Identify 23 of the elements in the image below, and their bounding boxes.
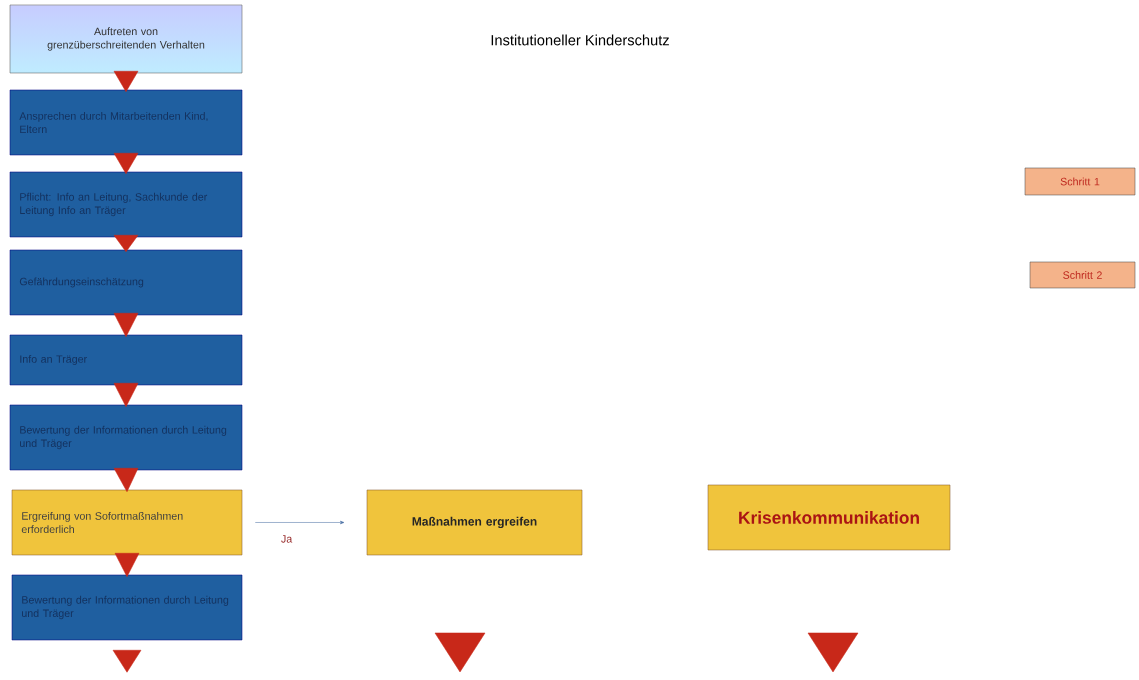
process-box: Ansprechen durch Mitarbeitenden Kind, Eltern bbox=[9, 89, 243, 156]
action-box: Krisenkommunikation bbox=[707, 484, 951, 551]
action-box: Maßnahmen ergreifen bbox=[366, 489, 583, 556]
chevron-arrow bbox=[113, 313, 139, 337]
step-tag: Schritt 2 bbox=[1029, 261, 1136, 289]
process-box: Info an Träger bbox=[9, 334, 243, 386]
step-tag: Schritt 1 bbox=[1024, 167, 1136, 196]
start-box: Auftreten von grenzüberschreitenden Verhalten bbox=[9, 4, 243, 74]
chevron-arrow bbox=[113, 383, 139, 407]
process-box: Bewertung der Informationen durch Leitung und Träger bbox=[9, 404, 243, 471]
edge-label: Ja bbox=[281, 535, 293, 543]
chevron-arrow bbox=[114, 553, 140, 577]
process-box: Bewertung der Informationen durch Leitung und Träger bbox=[11, 574, 243, 641]
chevron-arrow bbox=[113, 235, 139, 252]
arrow bbox=[255, 520, 345, 525]
chevron-arrow bbox=[113, 468, 139, 492]
chevron-arrow bbox=[112, 650, 142, 673]
chevron-arrow bbox=[113, 71, 139, 92]
title: Institutioneller Kinderschutz bbox=[491, 34, 669, 46]
process-box: Gefährdungseinschätzung bbox=[9, 249, 243, 316]
process-box: Pflicht: Info an Leitung, Sachkunde der Leitung Info an Träger bbox=[9, 171, 243, 238]
chevron-arrow bbox=[113, 153, 139, 174]
decision-box: Ergreifung von Sofortmaßnahmen erforderlich bbox=[11, 489, 243, 556]
